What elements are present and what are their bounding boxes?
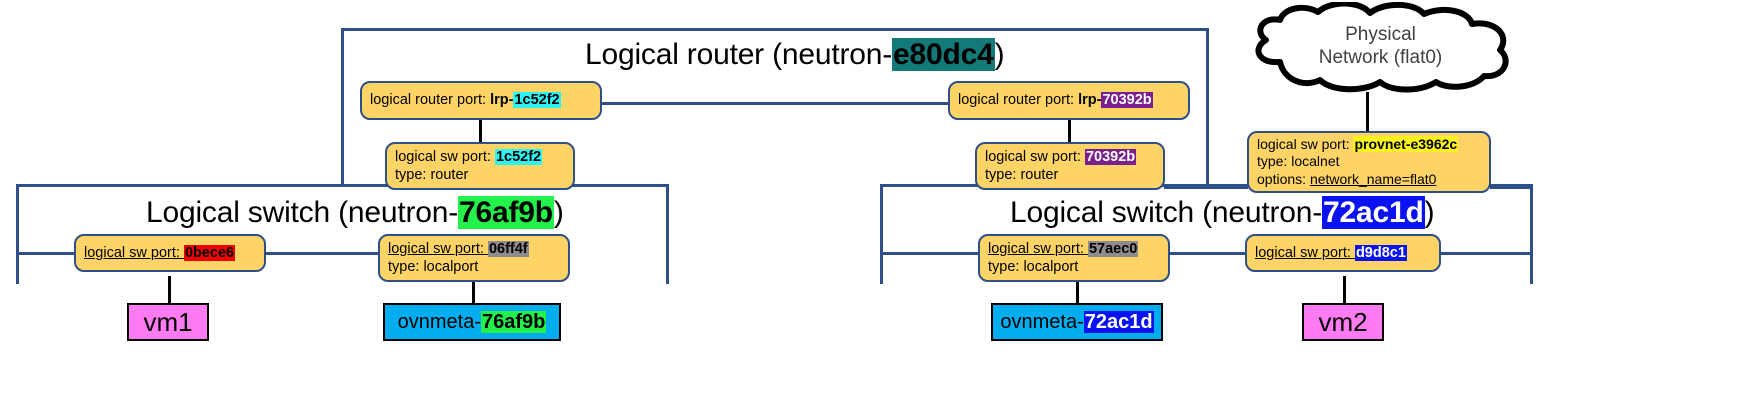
lsp-vm1-label: logical sw port: [84,244,184,261]
lsp-router-right-id: 70392b [1084,148,1137,165]
lsp-meta-right-type: type: localport [988,259,1079,275]
connector-provnet-right-edge [1490,186,1533,189]
lrp-right-label: logical router port: [958,92,1079,109]
port-box-lsp-router-right[interactable]: logical sw port: 70392b type: router [975,142,1165,190]
lsp-meta-left-type: type: localport [388,259,479,275]
connector-lrp-left-to-lsp [479,118,482,146]
connector-cloud-to-provnet [1366,92,1369,132]
switch-left-title-id: 76af9b [458,196,554,229]
connector-lrp-right-to-lsp [1068,118,1071,146]
connector-provnet-to-switch-right [1164,186,1248,189]
router-title-prefix: Logical router (neutron- [585,38,893,71]
lsp-vm2-text: logical sw port: d9d8c1 [1255,244,1431,262]
lsp-meta-right-label: logical sw port: [988,240,1088,257]
port-box-lrp-left[interactable]: logical router port: lrp-1c52f2 [360,81,602,120]
connector-switch-left-mid-stub [264,252,382,255]
ovnmeta-right-prefix: ovnmeta- [1000,310,1084,333]
connector-lsp-meta-right-to-meta [1076,276,1079,304]
router-title-suffix: ) [994,38,1005,71]
logical-router-title: Logical router (neutron-e80dc4) [585,38,1005,72]
connector-lsp-meta-left-to-meta [472,276,475,304]
connector-switch-left-vm1-stub [16,252,78,255]
lsp-provnet-label: logical sw port: [1257,135,1354,152]
lsp-provnet-options-label: options: [1257,170,1310,187]
lsp-provnet-options-value: network_name=flat0 [1309,170,1437,187]
port-box-lsp-meta-left[interactable]: logical sw port: 06ff4f type: localport [378,234,570,282]
lsp-meta-right-id: 57aec0 [1087,240,1139,257]
connector-router-left-stub [596,102,958,105]
cloud-icon [1255,0,1509,93]
lsp-provnet-text: logical sw port: provnet-e3962c [1257,135,1481,154]
cloud-line-1: Physical [1345,24,1416,45]
ovnmeta-right-text: ovnmeta-72ac1d [1000,310,1154,334]
lrp-left-label: logical router port: [370,92,491,109]
lsp-provnet-type: type: localnet [1257,153,1340,170]
connector-lsp-vm1-to-vm1 [168,276,171,304]
switch-right-title-suffix: ) [1424,196,1435,229]
switch-right-title-prefix: Logical switch (neutron- [1010,196,1323,229]
endpoint-vm1[interactable]: vm1 [127,303,209,341]
lrp-right-text: logical router port: lrp-70392b [958,91,1180,109]
lsp-router-right-label: logical sw port: [985,148,1085,165]
port-box-lsp-vm1[interactable]: logical sw port: 0bece6 [74,234,266,272]
cloud-label: Physical Network (flat0) [1288,24,1473,70]
lrp-left-text: logical router port: lrp-1c52f2 [370,91,592,109]
lsp-vm2-id: d9d8c1 [1354,244,1407,261]
lsp-meta-right-text: logical sw port: 57aec0 [988,240,1160,258]
physical-network-cloud: Physical Network (flat0) [1228,0,1518,94]
logical-switch-right-title: Logical switch (neutron-72ac1d) [1010,196,1435,230]
lsp-vm2-label: logical sw port: [1255,244,1355,261]
endpoint-ovnmeta-left[interactable]: ovnmeta-76af9b [383,303,561,341]
connector-switch-right-stub [880,252,978,255]
vm2-label: vm2 [1318,306,1368,337]
logical-switch-left-title: Logical switch (neutron-76af9b) [146,196,564,230]
lsp-vm1-text: logical sw port: 0bece6 [84,244,256,262]
port-box-lrp-right[interactable]: logical router port: lrp-70392b [948,81,1190,120]
ovnmeta-left-id: 76af9b [481,310,547,333]
connector-lsp-vm2-to-vm2 [1343,276,1346,304]
vm1-label: vm1 [143,306,193,337]
switch-left-title-suffix: ) [553,196,564,229]
lrp-left-id: 1c52f2 [513,92,561,109]
lsp-router-left-id: 1c52f2 [494,148,543,165]
connector-switch-right-end-stub [1441,252,1533,255]
lsp-router-right-text: logical sw port: 70392b [985,148,1155,166]
switch-left-title-prefix: Logical switch (neutron- [146,196,459,229]
lsp-meta-left-text: logical sw port: 06ff4f [388,240,560,258]
lsp-provnet-id: provnet-e3962c [1353,135,1459,152]
endpoint-vm2[interactable]: vm2 [1302,303,1384,341]
lsp-router-left-type: type: router [395,167,469,183]
endpoint-ovnmeta-right[interactable]: ovnmeta-72ac1d [991,303,1163,341]
lrp-right-prefix: lrp- [1078,92,1102,109]
lsp-vm1-id: 0bece6 [183,244,236,261]
lrp-left-prefix: lrp- [490,92,514,109]
lsp-meta-left-label: logical sw port: [388,240,488,257]
connector-switch-right-mid-stub [1164,252,1246,255]
router-title-id: e80dc4 [892,38,995,71]
cloud-line-2: Network (flat0) [1318,46,1443,68]
port-box-lsp-router-left[interactable]: logical sw port: 1c52f2 type: router [385,142,575,190]
port-box-lsp-provnet[interactable]: logical sw port: provnet-e3962c type: lo… [1247,131,1491,193]
lrp-right-id: 70392b [1101,92,1153,109]
lsp-router-right-type: type: router [985,167,1059,183]
ovnmeta-left-text: ovnmeta-76af9b [397,310,547,334]
switch-right-title-id: 72ac1d [1322,196,1425,229]
lsp-router-left-label: logical sw port: [395,148,495,165]
ovnmeta-left-prefix: ovnmeta- [397,310,481,333]
lsp-meta-left-id: 06ff4f [487,240,529,257]
port-box-lsp-vm2[interactable]: logical sw port: d9d8c1 [1245,234,1441,272]
lsp-router-left-text: logical sw port: 1c52f2 [395,148,565,166]
port-box-lsp-meta-right[interactable]: logical sw port: 57aec0 type: localport [978,234,1170,282]
ovnmeta-right-id: 72ac1d [1083,310,1154,333]
lsp-provnet-options: options: network_name=flat0 [1257,171,1481,189]
